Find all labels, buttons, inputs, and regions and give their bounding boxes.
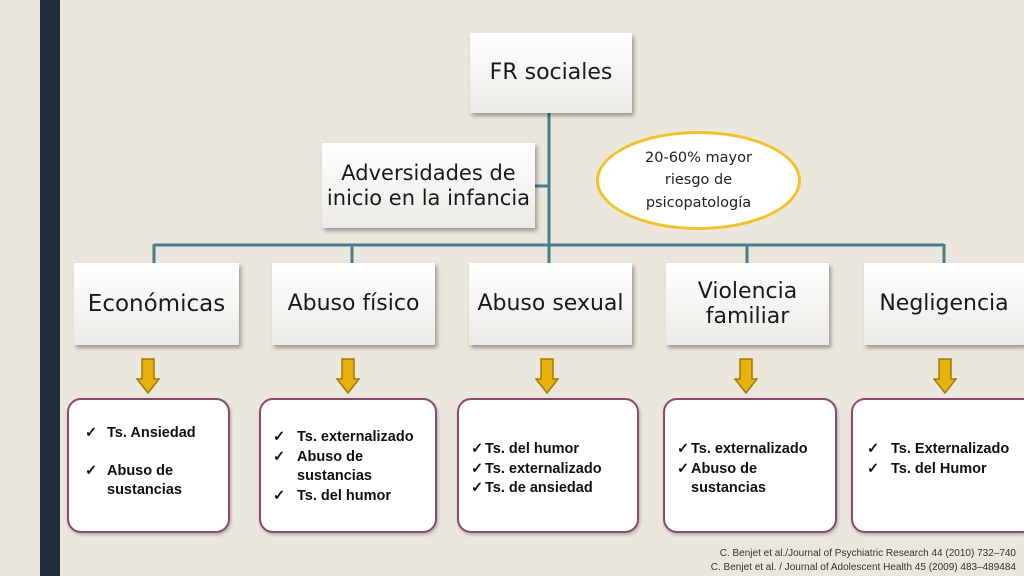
root-node: FR sociales xyxy=(470,33,632,113)
check-icon: ✓ xyxy=(471,480,484,497)
list-item: ✓ Abuso de sustancias xyxy=(85,462,222,501)
check-icon: ✓ xyxy=(273,429,286,445)
list-item: ✓Ts. externalizado xyxy=(677,440,831,460)
list-item: ✓Abuso de sustancias xyxy=(677,460,831,499)
check-icon: ✓ xyxy=(85,462,98,479)
category-abuso-sexual: Abuso sexual xyxy=(469,263,632,345)
result-box-abuso-sexual: ✓Ts. del humor ✓Ts. externalizado ✓Ts. d… xyxy=(457,398,639,533)
category-abuso-fisico: Abuso físico xyxy=(272,263,435,345)
category-label: Abuso físico xyxy=(287,291,420,317)
sub-node: Adversidades de inicio en la infancia xyxy=(322,143,535,228)
check-icon: ✓ xyxy=(85,425,98,441)
list-item: ✓ Ts. externalizado xyxy=(273,428,429,448)
list-item: ✓ Ts. del Humor xyxy=(867,460,1022,480)
list-item-label: Abuso de sustancias xyxy=(297,448,372,485)
down-arrow-icon xyxy=(336,358,360,394)
citation: C. Benjet et al./Journal of Psychiatric … xyxy=(719,548,1016,559)
result-box-economicas: ✓ Ts. Ansiedad ✓ Abuso de sustancias xyxy=(67,398,230,533)
list-item-label: Ts. externalizado xyxy=(297,429,414,445)
list-item-label: Ts. de ansiedad xyxy=(485,480,593,497)
check-icon: ✓ xyxy=(273,448,286,465)
check-icon: ✓ xyxy=(273,487,286,504)
risk-callout-label: 20-60% mayor riesgo de psicopatología xyxy=(645,149,752,211)
result-box-violencia-familiar: ✓Ts. externalizado ✓Abuso de sustancias xyxy=(663,398,837,533)
list-item-label: Ts. del Humor xyxy=(891,460,987,477)
list-item-label: Ts. Externalizado xyxy=(891,441,1010,457)
check-icon: ✓ xyxy=(677,441,690,457)
check-icon: ✓ xyxy=(677,460,690,477)
risk-callout: 20-60% mayor riesgo de psicopatología xyxy=(596,131,801,230)
list-item: ✓Ts. externalizado xyxy=(471,460,633,480)
category-negligencia: Negligencia xyxy=(864,263,1024,345)
list-item-label: Ts. externalizado xyxy=(691,441,808,457)
list-item: ✓ Ts. Ansiedad xyxy=(85,424,222,444)
category-economicas: Económicas xyxy=(74,263,239,345)
list-item-label: Ts. Ansiedad xyxy=(107,425,196,441)
check-icon: ✓ xyxy=(471,460,484,477)
check-icon: ✓ xyxy=(471,441,484,457)
down-arrow-icon xyxy=(734,358,758,394)
down-arrow-icon xyxy=(136,358,160,394)
category-label: Abuso sexual xyxy=(477,291,624,317)
result-box-negligencia: ✓ Ts. Externalizado ✓ Ts. del Humor xyxy=(851,398,1024,533)
category-violencia-familiar: Violencia familiar xyxy=(666,263,829,345)
list-item: ✓Ts. del humor xyxy=(471,440,633,460)
list-item-label: Ts. del humor xyxy=(485,441,579,457)
down-arrow-icon xyxy=(535,358,559,394)
root-node-label: FR sociales xyxy=(489,60,613,86)
list-item-label: Ts. del humor xyxy=(297,487,391,504)
check-icon: ✓ xyxy=(867,460,880,477)
left-accent-bar xyxy=(40,0,60,576)
list-item: ✓ Ts. del humor xyxy=(273,487,429,507)
list-item-label: Abuso de sustancias xyxy=(107,462,182,499)
sub-node-label: Adversidades de inicio en la infancia xyxy=(326,161,531,210)
list-item-label: Abuso de sustancias xyxy=(691,460,766,497)
check-icon: ✓ xyxy=(867,441,880,457)
result-box-abuso-fisico: ✓Ts. externalizado ✓Abuso de sustancias … xyxy=(259,398,437,533)
category-label: Violencia familiar xyxy=(697,278,798,329)
citation: C. Benjet et al. / Journal of Adolescent… xyxy=(710,562,1016,573)
down-arrow-icon xyxy=(933,358,957,394)
list-item: ✓Ts. de ansiedad xyxy=(471,479,633,499)
category-label: Negligencia xyxy=(879,291,1009,317)
list-item: ✓ Abuso de sustancias xyxy=(273,448,429,487)
list-item: ✓ Ts. Externalizado xyxy=(867,440,1022,460)
list-item-label: Ts. externalizado xyxy=(485,460,602,477)
category-label: Económicas xyxy=(87,290,226,317)
